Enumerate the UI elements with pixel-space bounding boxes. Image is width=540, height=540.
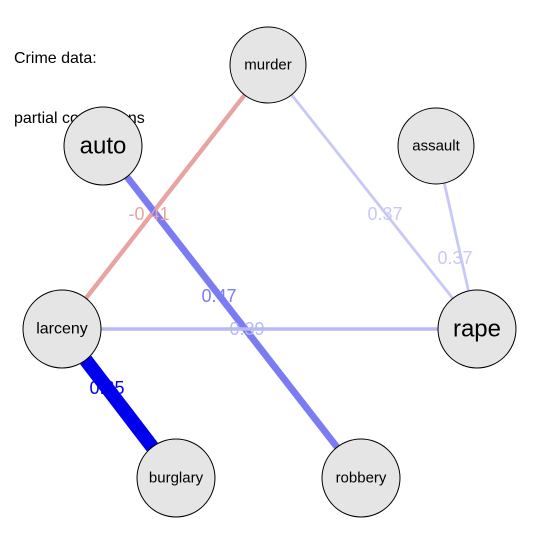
node-murder: murder bbox=[229, 26, 307, 104]
node-label-larceny: larceny bbox=[36, 321, 88, 338]
edge-larceny-burglary bbox=[80, 355, 158, 452]
edge-labels-layer: -0.41 0.47 0.37 0.37 0.39 0.65 bbox=[89, 204, 472, 398]
node-burglary: burglary bbox=[136, 438, 216, 518]
node-robbery: robbery bbox=[321, 438, 401, 518]
node-circle-assault bbox=[397, 107, 475, 185]
node-label-rape: rape bbox=[453, 316, 501, 343]
node-circle-murder bbox=[229, 26, 307, 104]
node-assault: assault bbox=[397, 107, 475, 185]
edge-label-assault-rape: 0.37 bbox=[437, 248, 472, 268]
node-label-assault: assault bbox=[412, 138, 460, 155]
edge-larceny-murder bbox=[84, 93, 247, 300]
edge-murder-rape bbox=[290, 93, 454, 300]
node-label-auto: auto bbox=[80, 133, 127, 160]
node-circle-rape bbox=[437, 289, 517, 369]
node-label-robbery: robbery bbox=[336, 470, 387, 487]
title-line-1: Crime data: bbox=[14, 50, 97, 67]
node-rape: rape bbox=[437, 289, 517, 369]
nodes-layer: murder auto assault larceny rape burglary robb… bbox=[22, 26, 517, 518]
node-auto: auto bbox=[63, 106, 143, 186]
node-circle-auto bbox=[63, 106, 143, 186]
edge-auto-robbery bbox=[124, 174, 340, 450]
edge-label-larceny-murder: -0.41 bbox=[128, 204, 169, 224]
edges-layer bbox=[80, 93, 470, 452]
edge-label-larceny-rape: 0.39 bbox=[229, 319, 264, 339]
node-circle-robbery bbox=[321, 438, 401, 518]
edge-label-murder-rape: 0.37 bbox=[367, 204, 402, 224]
edge-assault-rape bbox=[442, 182, 470, 292]
node-label-burglary: burglary bbox=[149, 470, 204, 487]
node-larceny: larceny bbox=[22, 289, 102, 369]
edge-label-larceny-burglary: 0.65 bbox=[89, 378, 124, 398]
node-label-murder: murder bbox=[244, 57, 292, 74]
node-circle-larceny bbox=[22, 289, 102, 369]
node-circle-burglary bbox=[136, 438, 216, 518]
edge-label-auto-robbery: 0.47 bbox=[201, 286, 236, 306]
